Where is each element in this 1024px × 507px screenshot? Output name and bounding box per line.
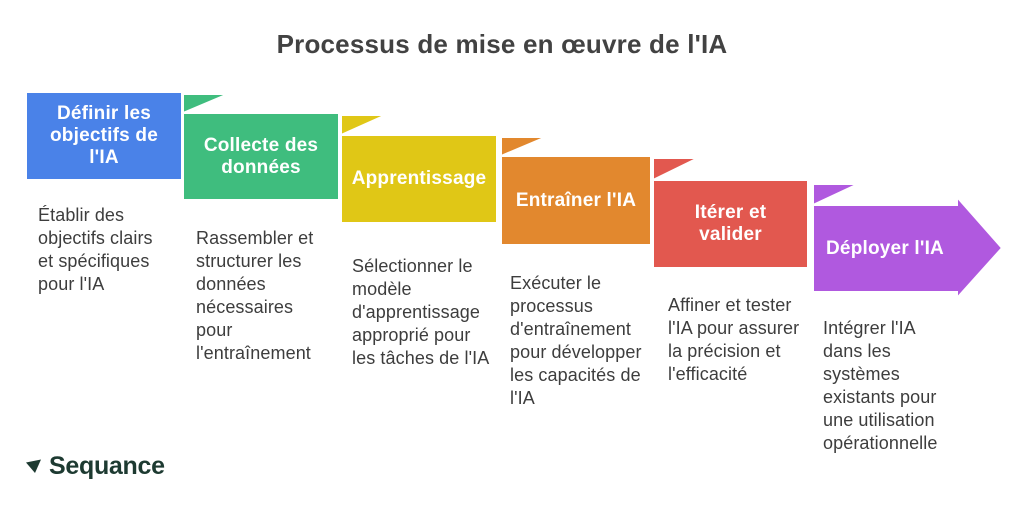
step-2-banner-shape <box>182 112 340 201</box>
step-3-banner-shape <box>340 134 498 224</box>
step-4-description: Exécuter le processus d'entraînement pou… <box>510 273 642 408</box>
step-3-description: Sélectionner le modèle d'apprentissage a… <box>352 256 490 368</box>
step-4-banner-shape <box>500 155 652 246</box>
brand-name: Sequance <box>49 452 165 480</box>
step-4-fold-shape <box>500 136 547 158</box>
step-3-label: Apprentissage <box>351 168 487 189</box>
triangle-pointer-icon <box>26 459 41 473</box>
step-2-description: Rassembler et structurer les données néc… <box>196 228 314 363</box>
step-1-banner-shape <box>25 91 183 181</box>
step-1-description: Établir des objectifs clairs et spécifiq… <box>38 205 153 294</box>
step-5-description: Affiner et tester l'IA pour assurer la p… <box>668 295 800 384</box>
step-1-label: Définir les objectifs de l'IA <box>50 103 158 168</box>
step-6-arrow-shape <box>812 194 1004 301</box>
step-2-fold-shape <box>182 93 229 115</box>
step-2-label: Collecte des données <box>203 134 319 178</box>
step-6-label: Déployer l'IA <box>826 237 944 259</box>
page-title: Processus de mise en œuvre de l'IA <box>276 29 728 59</box>
step-6-description: Intégrer l'IA dans les systèmes existant… <box>823 318 938 453</box>
step-3-fold-shape <box>340 114 387 137</box>
step-5-banner-shape <box>652 179 809 269</box>
step-5-label: Itérer et valider <box>694 202 767 245</box>
step-5-fold-shape <box>652 157 699 182</box>
brand-logo: Sequance <box>26 452 165 481</box>
step-4-label: Entraîner l'IA <box>515 189 637 211</box>
step-6-fold-shape <box>812 183 859 207</box>
